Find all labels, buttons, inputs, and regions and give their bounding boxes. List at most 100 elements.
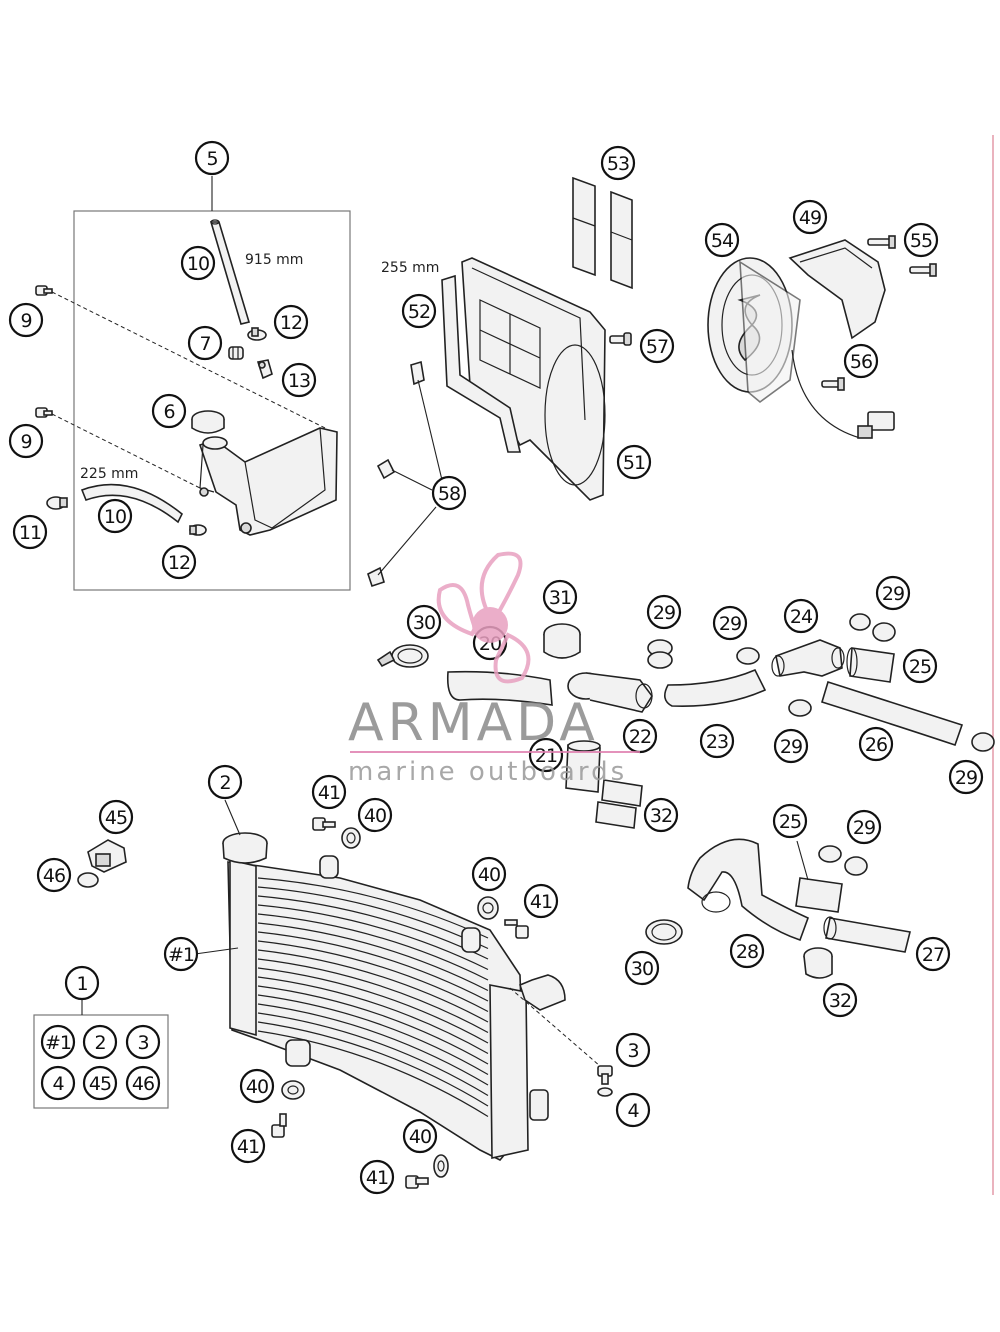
kit-item-callout: 46 [125, 1065, 161, 1101]
callout-label: 41 [530, 891, 552, 913]
callout-label: 54 [711, 230, 734, 252]
callout-label: 29 [780, 736, 802, 758]
hose-clamp-30-top [376, 644, 429, 668]
callout-c56: 56 [843, 343, 879, 379]
callout-c58: 58 [431, 475, 467, 511]
shroud-screw-57 [609, 332, 632, 346]
kit-item-label: 3 [137, 1032, 148, 1054]
callout-label: 6 [163, 401, 174, 423]
callout-label: 32 [829, 990, 851, 1012]
callout-c49: 49 [792, 199, 828, 235]
callout-c41c: 41 [230, 1128, 266, 1164]
kit-item-label: 2 [94, 1032, 105, 1054]
fan-shroud [461, 257, 606, 501]
callout-c1: 1 [64, 965, 100, 1001]
radiator-fin [257, 985, 489, 1065]
callout-c2: 2 [207, 764, 243, 800]
callout-c21: 21 [528, 737, 564, 773]
callout-c54: 54 [704, 222, 740, 258]
fan-screw-56 [821, 377, 845, 391]
hose-tee-24 [771, 639, 845, 677]
radiator-fin [257, 1012, 489, 1097]
rubber-grommet-40-a [341, 827, 361, 849]
callout-c27: 27 [915, 936, 951, 972]
shroud-clip-58 [367, 360, 425, 588]
callout-c31: 31 [542, 579, 578, 615]
hose-clamp-29-e [971, 732, 995, 752]
radiator-filler-neck [222, 832, 268, 864]
callout-label: 7 [199, 333, 210, 355]
callout-cr1: #1 [163, 936, 199, 972]
callout-c40a: 40 [357, 797, 393, 833]
radiator-fin [257, 931, 489, 1002]
radiator-fin [257, 976, 489, 1055]
hose-clamp-29-a [647, 639, 673, 669]
callout-label: 41 [318, 782, 340, 804]
fan-cover-49 [788, 239, 886, 340]
overflow-hose-long [209, 219, 251, 325]
callout-c6: 6 [151, 393, 187, 429]
callout-c9b: 9 [8, 423, 44, 459]
callout-label: 51 [623, 452, 645, 474]
callout-c25b: 25 [772, 803, 808, 839]
callout-c11: 11 [12, 514, 48, 550]
callout-label: 2 [219, 772, 230, 794]
callout-c41a: 41 [311, 774, 347, 810]
radiator-fin [257, 922, 489, 992]
hose-clamp-29-d [788, 699, 812, 717]
fan-screw-55 [867, 235, 937, 277]
radiator-fin [257, 913, 489, 981]
rubber-grommet-40-b [477, 896, 499, 920]
callout-label: 55 [910, 230, 932, 252]
callout-c46: 46 [36, 857, 72, 893]
propeller-logo-icon [436, 551, 531, 684]
hose-connector-21 [565, 740, 601, 793]
callout-label: 46 [43, 865, 65, 887]
callout-label: 25 [909, 656, 931, 678]
callout-c9a: 9 [8, 302, 44, 338]
callout-label: 12 [168, 552, 190, 574]
dimension-hose-long: 915 mm [245, 252, 303, 268]
mounting-screw-41-b [504, 919, 529, 939]
radiator-hose-25-top [846, 647, 895, 683]
radiator-fan [707, 257, 861, 439]
expansion-tank [198, 427, 338, 536]
callout-c26: 26 [858, 726, 894, 762]
kit-item-callout: 3 [125, 1024, 161, 1060]
callout-c29b: 29 [875, 575, 911, 611]
thermostat-housing [567, 672, 653, 713]
callout-c29c: 29 [712, 605, 748, 641]
callout-label: 30 [413, 612, 435, 634]
watermark-tagline: marine outboards [348, 757, 627, 787]
callout-label: 58 [438, 483, 460, 505]
callout-label: 40 [246, 1076, 268, 1098]
callout-label: 27 [922, 944, 944, 966]
radiator-hose-26 [821, 680, 964, 747]
tank-cap [191, 410, 225, 434]
callout-label: 12 [280, 312, 302, 334]
kit-item-callout: 2 [82, 1024, 118, 1060]
radiator-fin [257, 895, 489, 960]
callout-label: 24 [790, 606, 813, 628]
callout-label: 45 [105, 807, 127, 829]
callout-label: 13 [288, 370, 310, 392]
callout-c29d: 29 [773, 728, 809, 764]
callout-c28: 28 [729, 933, 765, 969]
rubber-grommet-40-d [433, 1154, 449, 1178]
callout-label: 3 [627, 1040, 638, 1062]
callout-label: 11 [19, 522, 41, 544]
kit-item-label: 46 [132, 1073, 154, 1095]
callout-c40c: 40 [239, 1068, 275, 1104]
callout-c29f: 29 [846, 809, 882, 845]
radiator-fin [257, 1003, 489, 1086]
hose-fitting-part [256, 359, 273, 380]
callout-c40b: 40 [471, 856, 507, 892]
mounting-screw-upper [35, 285, 53, 296]
kit-item-callout: 4 [40, 1065, 76, 1101]
callout-c4: 4 [615, 1092, 651, 1128]
dimension-shroud: 255 mm [381, 260, 439, 276]
callout-c29a: 29 [646, 594, 682, 630]
callout-c32b: 32 [822, 982, 858, 1018]
callout-c13: 13 [281, 362, 317, 398]
